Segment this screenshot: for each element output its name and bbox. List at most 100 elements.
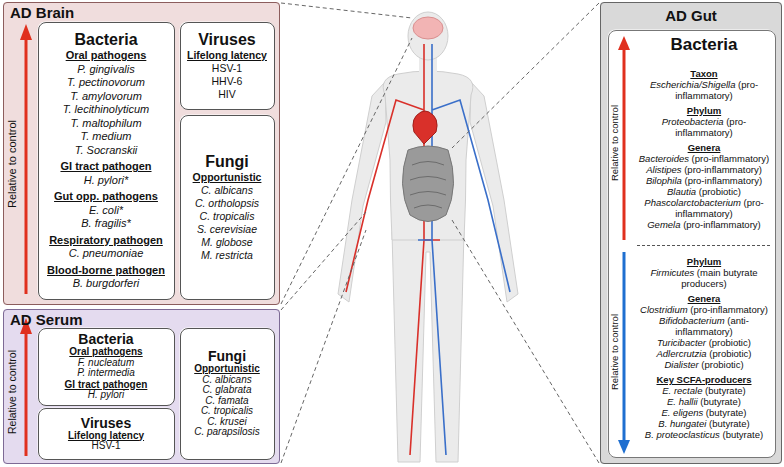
group-heading: Blood-borne pathogen [47,264,165,278]
organism-name: T. pectinovorum [67,76,145,90]
box-fill [600,2,782,464]
increase-arrow [25,38,28,294]
category-box: BacteriaOral pathogensF. nucleatumP. int… [38,328,175,406]
group-heading: Opportunistic [193,171,262,184]
decrease-arrow [623,252,626,442]
category-heading: Viruses [198,30,256,49]
organism-name: C. pneumoniae [69,247,144,261]
organism-name: T. amylovorum [70,90,142,104]
category-box: VirusesLifelong latencyHSV-1HHV-6HIV [180,22,275,110]
taxon-entry: Dialister (probiotic) [664,359,743,370]
organism-name: C. albicans [201,184,253,197]
box-fill [180,22,275,110]
category-heading: Fungi [208,349,246,364]
dashed-divider [637,245,770,246]
box-fill [180,115,275,300]
taxon-entry: Alistipes (pro-inflammatory) [646,164,762,175]
increase-arrow [623,48,626,240]
group-heading: Taxon [690,68,717,79]
group-heading: Oral pathogens [69,347,142,358]
taxon-entry: Gemela (pro-inflammatory) [647,219,761,230]
panel-title: AD Gut [607,7,775,25]
organism-name: C. ortholopsis [195,197,259,210]
heart [413,111,437,144]
organism-name: M. restricta [201,249,253,262]
taxon-entry: B. hungatei (butyrate) [658,418,749,429]
panel-title: AD Brain [10,4,273,22]
axis-label: Relative to control [609,314,620,390]
organism-name: E. coli* [89,204,123,218]
intestines [402,146,453,222]
panel-title: AD Serum [10,311,273,329]
category-box: BacteriaOral pathogensP. gingivalisT. pe… [38,22,175,300]
box-fill [608,30,776,458]
group-heading: GI tract pathogen [60,160,151,174]
region-panel: AD BrainBacteriaOral pathogensP. gingiva… [3,2,280,305]
taxon-entry: E. rectale (butyrate) [662,385,745,396]
category-box: VirusesLifelong latencyHSV-1 [38,408,175,460]
left-arm [338,82,386,302]
virus-name: HHV-6 [212,75,243,88]
category-box: BacteriaTaxonEscherichia/Shigella (pro-i… [608,30,776,458]
head [408,12,448,60]
organism-name: T. Socranskii [75,144,138,158]
taxon-entry: B. proteoclasticus (butyrate) [645,429,763,440]
organism-name: F. nucleatum [78,358,135,369]
box-fill [3,309,280,464]
category-box: FungiOpportunisticC. albicansC. glabrata… [180,328,275,460]
group-heading: GI tract pathogen [65,380,148,391]
category-heading: Viruses [81,416,131,431]
organism-name: C. tropicalis [201,406,253,417]
region-panel: AD GutBacteriaTaxonEscherichia/Shigella … [600,2,782,464]
organism-name: T. medium [81,130,132,144]
organism-name: P. intermedia [77,368,135,379]
human-body [338,12,518,462]
organism-name: C. krusei [207,417,246,428]
box-fill [3,2,280,305]
arrow-head [20,24,32,40]
arrow-head [618,36,630,50]
group-heading: Oral pathogens [66,49,147,63]
trend-arrows [20,24,630,456]
axis-label: Relative to control [609,105,620,181]
taxon-entry: Firmicutes (main butyrate producers) [637,267,772,289]
virus-name: HIV [218,88,236,101]
taxon-entry: Proteobacteria (pro-inflammatory) [637,116,772,138]
organism-name: C. tropicalis [200,210,255,223]
upper-section: TaxonEscherichia/Shigella (pro-inflammat… [637,55,772,243]
category-heading: Bacteria [74,30,137,49]
organism-name: H. pylori* [84,174,129,188]
group-heading: Respiratory pathogen [49,234,163,248]
leader-line [452,3,599,148]
organism-name: B. fragilis* [81,217,131,231]
organism-name: B. burgdorferi [73,277,140,291]
group-heading: Phylum [687,105,721,116]
lower-section: PhylumFirmicutes (main butyrate producer… [637,248,772,448]
arteries [346,44,440,455]
group-heading: Phylum [687,256,721,267]
axis-label: Relative to control [6,120,18,208]
virus-name: HSV-1 [92,441,121,452]
taxon-entry: Bacteroides (pro-inflammatory) [639,153,769,164]
box-fill [38,408,175,460]
legs [392,232,464,462]
group-heading: Lifelong latency [187,49,267,62]
organism-name: C. parapsilosis [194,427,260,438]
organism-name: T. lecithinolyticum [63,103,149,117]
group-heading: Key SCFA-producers [656,374,751,385]
taxon-entry: Adlercrutzia (probiotic) [656,348,751,359]
taxon-entry: Bilophila (pro-inflammatory) [646,175,762,186]
organism-name: M. globose [201,236,252,249]
torso [383,71,473,240]
leader-line [281,212,366,310]
taxon-entry: Blautia (probiotic) [667,186,741,197]
leader-line [452,220,599,463]
taxon-entry: E. hallii (butyrate) [667,396,741,407]
organism-name: C. glabrata [203,385,252,396]
taxon-entry: Clostridium (pro-inflammatory) [640,304,768,315]
box-fill [180,328,275,460]
region-panel: AD SerumBacteriaOral pathogensF. nucleat… [3,309,280,464]
taxon-entry: Phascolarctobacterium (pro-inflammatory) [637,197,772,219]
organism-name: S. cerevisiae [197,223,257,236]
arrow-head [618,440,630,454]
